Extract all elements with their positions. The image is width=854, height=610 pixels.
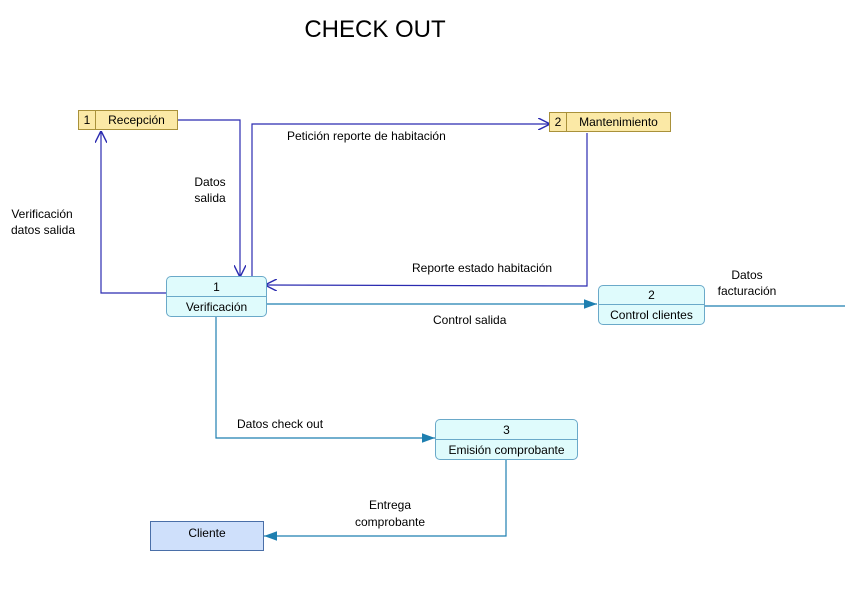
flow-datos-salida: [178, 119, 240, 276]
process-id: 1: [167, 277, 266, 297]
process-emision[interactable]: 3 Emisión comprobante: [435, 419, 578, 460]
label-facturacion-1: Datos: [731, 268, 763, 282]
diagram-title: CHECK OUT: [304, 16, 446, 43]
label-facturacion-2: facturación: [717, 284, 777, 298]
label-control-salida: Control salida: [433, 313, 507, 327]
process-label: Control clientes: [610, 308, 693, 322]
process-control-clientes[interactable]: 2 Control clientes: [598, 285, 705, 325]
label-reporte: Reporte estado habitación: [412, 261, 553, 275]
store-recepcion[interactable]: 1 Recepción: [78, 110, 178, 130]
label-verificacion-1: Verificación: [11, 207, 73, 221]
label-entrega-2: comprobante: [354, 515, 426, 529]
flow-entrega-comprobante: [264, 459, 507, 541]
store-label: Mantenimiento: [579, 115, 658, 129]
process-label: Emisión comprobante: [448, 442, 565, 457]
flow-datos-check-out: [215, 316, 435, 443]
label-datos-salida-2: salida: [194, 191, 226, 205]
process-id: 3: [436, 420, 577, 440]
label-datos-salida-1: Datos: [194, 175, 226, 189]
process-id: 2: [599, 286, 704, 305]
store-label: Recepción: [108, 113, 165, 127]
entity-cliente[interactable]: Cliente: [150, 521, 264, 551]
process-label: Verificación: [185, 299, 248, 314]
label-check-out: Datos check out: [237, 417, 324, 431]
label-peticion: Petición reporte de habitación: [287, 129, 446, 143]
label-verificacion-2: datos salida: [10, 223, 76, 237]
flow-peticion: [251, 124, 549, 276]
process-verificacion[interactable]: 1 Verificación: [166, 276, 267, 317]
label-entrega-1: Entrega: [368, 498, 412, 512]
store-number: 2: [550, 113, 567, 131]
store-mantenimiento[interactable]: 2 Mantenimiento: [549, 112, 671, 132]
flow-reporte: [266, 133, 588, 286]
flow-verificacion-datos: [101, 132, 166, 294]
store-number: 1: [79, 111, 96, 129]
